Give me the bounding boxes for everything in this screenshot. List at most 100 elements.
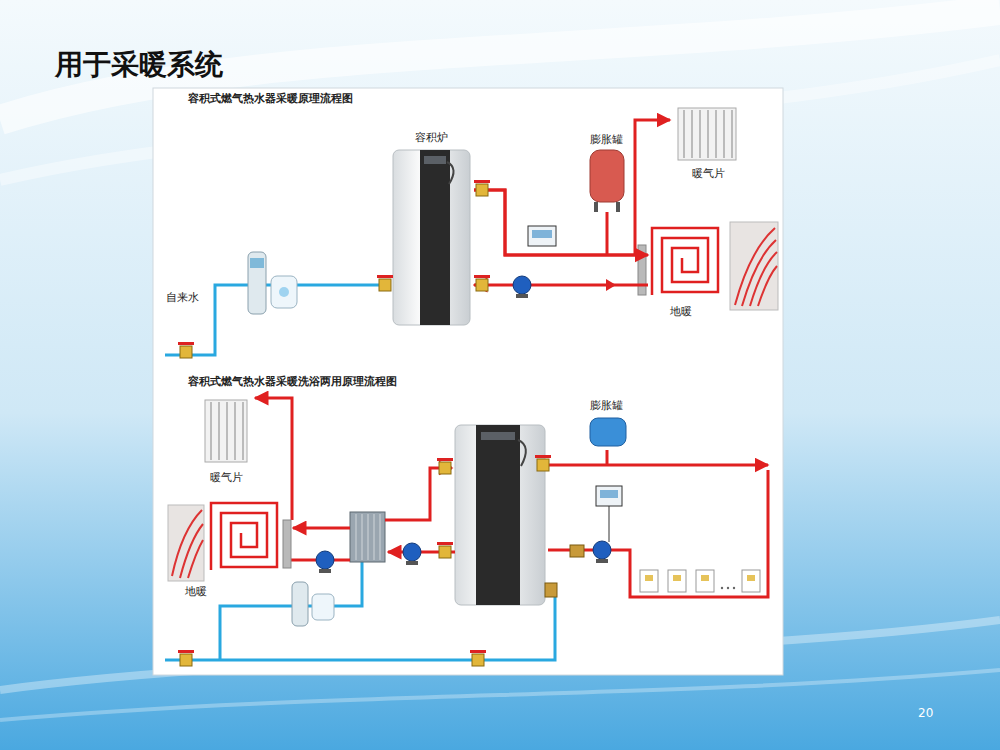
heat-exchanger: [350, 512, 385, 562]
valves: [178, 650, 194, 653]
equipment-node: 暖气片: [198, 392, 254, 486]
top-expansion-tank: [616, 202, 620, 212]
valves: [474, 180, 490, 183]
equipment-node: 膨胀罐: [583, 398, 629, 450]
equipment-node: 膨胀罐: [583, 132, 629, 214]
bottom-floor-heating: [168, 505, 204, 581]
top-controller: [532, 230, 552, 238]
valves: [437, 458, 453, 461]
equipment-label: 膨胀罐: [588, 133, 625, 147]
top-tank: [447, 162, 454, 184]
bottom-tank: [481, 432, 515, 440]
top-tank: [393, 150, 470, 325]
manifold: [638, 245, 646, 295]
pumps: [319, 569, 331, 573]
top-expansion-tank: [590, 150, 624, 255]
valves: [180, 654, 192, 666]
bottom-floor-heating: [211, 503, 277, 570]
top-radiator: [707, 110, 709, 158]
bottom-water-softener: [292, 582, 308, 626]
valves: [439, 546, 451, 558]
top-radiator: [715, 110, 717, 158]
top-radiator: [678, 108, 736, 160]
bottom-heating-pipes: [293, 527, 350, 530]
top-tank: [424, 156, 446, 164]
showers: [640, 570, 760, 592]
bottom-controller: [596, 486, 622, 542]
showers: [696, 570, 714, 592]
bottom-manifold: [283, 520, 291, 568]
heat-exchanger: [362, 514, 363, 560]
pumps: [596, 559, 608, 563]
showers: [727, 587, 729, 589]
hot-water-loop: [548, 464, 768, 467]
top-tank: [420, 150, 450, 325]
bottom-water-softener: [292, 582, 334, 626]
bottom-radiator: [205, 400, 247, 462]
white-panel: [153, 88, 783, 675]
bottom-floor-heating: [172, 510, 203, 578]
page-number: 20: [918, 706, 933, 720]
bottom-radiator: [210, 402, 212, 460]
top-floor-heating: [652, 228, 718, 295]
equipment-node: 容积炉: [388, 130, 474, 327]
equipment-label: 暖气片: [690, 167, 727, 181]
valves: [180, 346, 192, 358]
bottom-controller: [596, 486, 622, 506]
equipment-node: 暖气片: [670, 100, 746, 182]
water-softener: [248, 252, 266, 314]
showers: [645, 575, 653, 581]
pumps: [406, 561, 418, 565]
showers: [668, 570, 686, 592]
top-radiator: [678, 108, 736, 160]
bottom-tank: [518, 440, 526, 466]
valves: [470, 650, 486, 653]
valves: [570, 545, 584, 557]
hot-water-loop: [548, 470, 768, 597]
showers: [747, 575, 755, 581]
bottom-tank: [455, 425, 545, 605]
bottom-radiator: [226, 402, 228, 460]
pumps: [403, 543, 421, 561]
bottom-tank: [476, 425, 520, 605]
top-radiator: [723, 110, 725, 158]
valves: [379, 279, 391, 291]
heat-exchanger: [350, 512, 385, 562]
equipment-label: 地暖: [668, 305, 694, 319]
heat-exchanger: [356, 514, 357, 560]
diagram-subtitle: 容积式燃气热水器采暖洗浴两用原理流程图: [188, 375, 397, 388]
valves: [476, 184, 488, 196]
valves: [439, 462, 451, 474]
bottom-tank: [455, 425, 545, 605]
equipment-node: 地暖: [648, 215, 782, 320]
heating-pipe: [474, 284, 648, 287]
bottom-cold-water-pipe: [165, 590, 555, 660]
pumps: [316, 551, 334, 569]
valves: [437, 542, 453, 545]
bottom-radiator: [205, 400, 247, 462]
slide-title: 用于采暖系统: [55, 48, 223, 82]
water-softener: [250, 258, 264, 268]
top-floor-heating: [652, 222, 778, 310]
bottom-radiator: [218, 402, 220, 460]
bottom-expansion-tank: [590, 418, 626, 465]
heating-pipe: [474, 120, 670, 255]
hot-water-loop: [548, 465, 768, 597]
water-softener: [279, 287, 289, 297]
bottom-heating-pipes: [385, 468, 452, 520]
bottom-cold-water-pipe: [220, 562, 362, 660]
heat-exchanger: [368, 514, 369, 560]
top-expansion-tank: [606, 212, 609, 255]
valves: [474, 275, 490, 278]
water-softener: [248, 252, 297, 314]
equipment-node: 地暖: [163, 498, 282, 600]
diagram-subtitle: 容积式燃气热水器采暖原理流程图: [188, 92, 353, 105]
valves: [545, 583, 557, 597]
valves: [178, 180, 584, 666]
top-radiator: [683, 110, 685, 158]
showers: [701, 575, 709, 581]
